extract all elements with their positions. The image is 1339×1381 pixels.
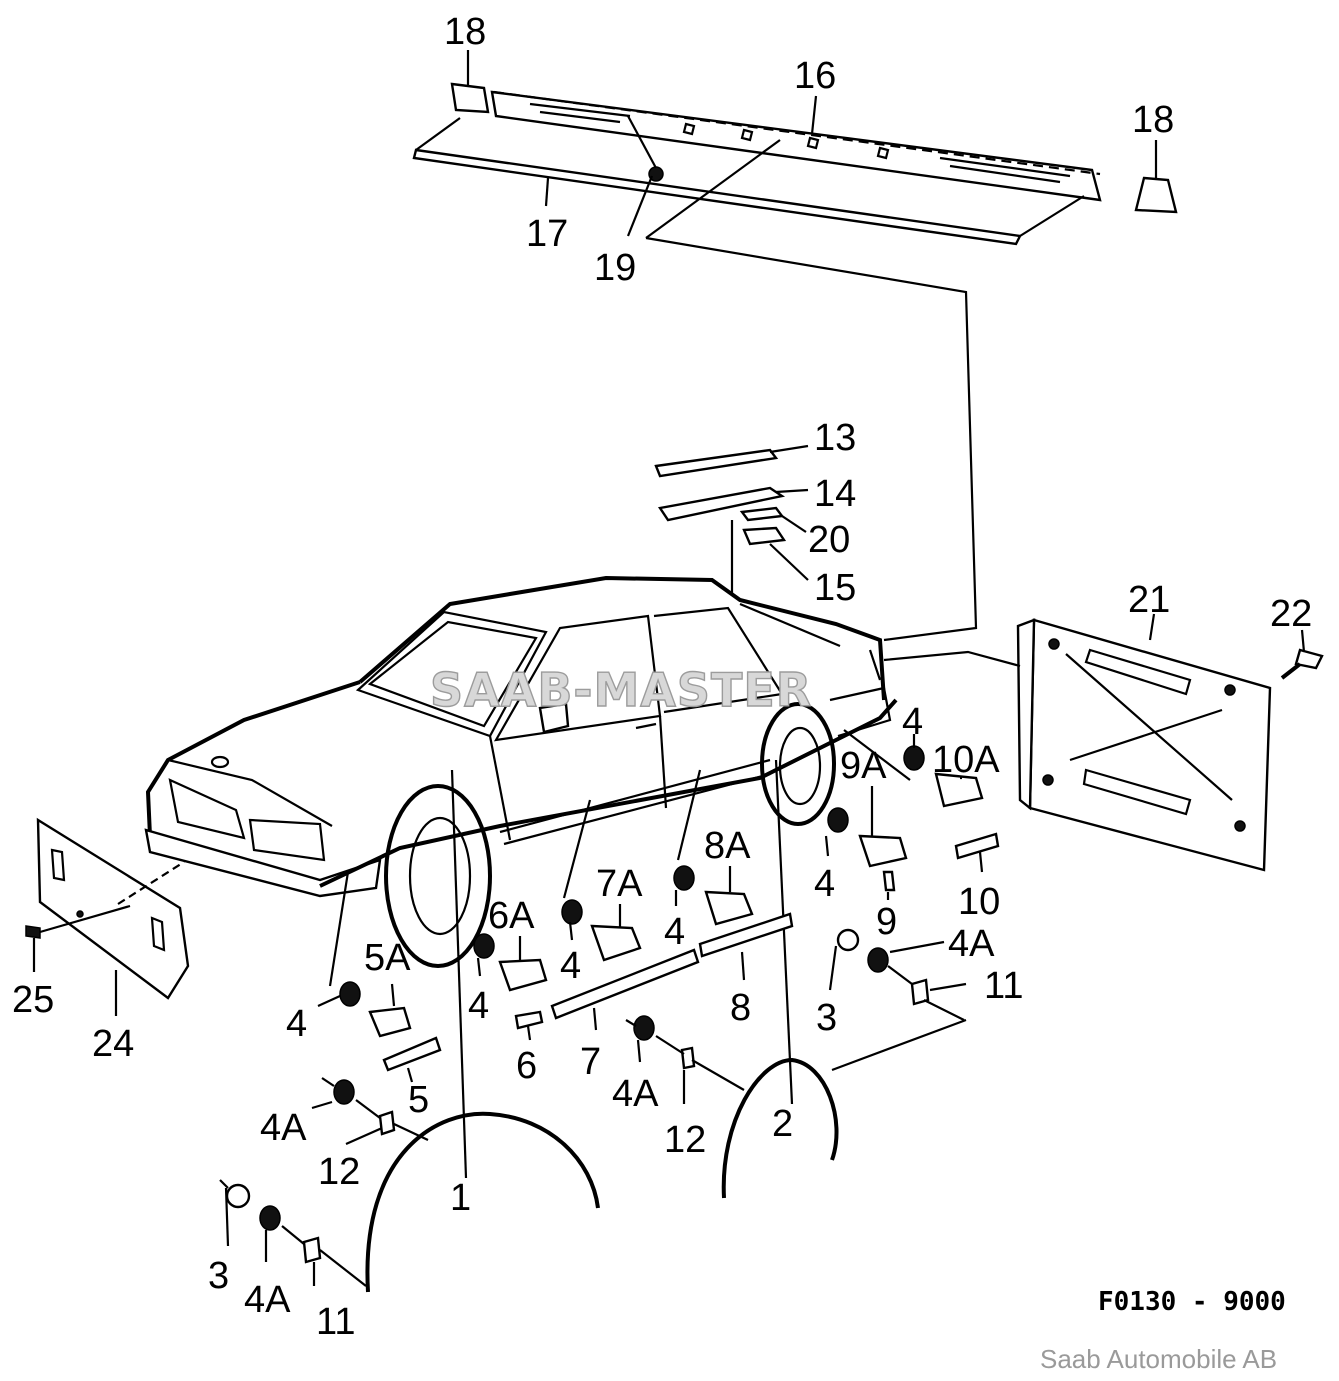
callout-10: 10 — [958, 881, 1000, 923]
callout-24: 24 — [92, 1023, 134, 1065]
callout-4: 4 — [814, 863, 835, 905]
callout-1: 1 — [450, 1177, 471, 1219]
callout-11: 11 — [984, 965, 1023, 1007]
callout-7: 7 — [580, 1041, 601, 1083]
callout-15: 15 — [814, 567, 856, 609]
callout-4: 4 — [468, 985, 489, 1027]
callout-4A: 4A — [948, 923, 995, 965]
callout-4A: 4A — [612, 1073, 659, 1115]
rear-plate-bracket — [883, 613, 1324, 872]
callout-11: 11 — [316, 1301, 355, 1343]
callout-4: 4 — [664, 911, 685, 953]
watermark: SAAB-MASTER — [430, 663, 812, 717]
callout-5A: 5A — [364, 937, 411, 979]
callout-5: 5 — [408, 1079, 429, 1121]
callout-18: 18 — [444, 11, 486, 53]
callout-3: 3 — [816, 997, 837, 1039]
side-moldings — [328, 729, 1000, 1083]
trunk-trim-assembly — [654, 444, 809, 594]
callout-13: 13 — [814, 417, 856, 459]
credit-text: Saab Automobile AB — [1040, 1344, 1277, 1374]
callout-8: 8 — [730, 987, 751, 1029]
callout-17: 17 — [526, 213, 568, 255]
callout-2: 2 — [772, 1103, 793, 1145]
callout-25: 25 — [12, 979, 54, 1021]
callout-14: 14 — [814, 473, 856, 515]
callout-4: 4 — [902, 701, 923, 743]
callout-6: 6 — [516, 1045, 537, 1087]
callout-7A: 7A — [596, 863, 643, 905]
callout-8A: 8A — [704, 825, 751, 867]
front-plate-bracket — [25, 817, 190, 1016]
callout-4: 4 — [286, 1003, 307, 1045]
callout-9A: 9A — [840, 745, 887, 787]
clips — [219, 734, 984, 1287]
callout-6A: 6A — [488, 895, 535, 937]
callout-18: 18 — [1132, 99, 1174, 141]
callout-12: 12 — [664, 1119, 706, 1161]
callout-22: 22 — [1270, 593, 1312, 635]
callout-4A: 4A — [244, 1279, 291, 1321]
callout-3: 3 — [208, 1255, 229, 1297]
callout-4A: 4A — [260, 1107, 307, 1149]
callout-labels: 18 16 18 17 19 13 14 20 15 21 22 4 10A 9… — [12, 11, 1312, 1343]
callout-16: 16 — [794, 55, 836, 97]
car-body — [144, 575, 898, 968]
callout-19: 19 — [594, 247, 636, 289]
callout-12: 12 — [318, 1151, 360, 1193]
roof-molding-assembly — [412, 50, 1178, 642]
callout-4: 4 — [560, 945, 581, 987]
callout-21: 21 — [1128, 579, 1170, 621]
callout-20: 20 — [808, 519, 850, 561]
callout-9: 9 — [876, 901, 897, 943]
diagram-code: F0130 - 9000 — [1098, 1287, 1286, 1317]
callout-10A: 10A — [932, 739, 1000, 781]
wheel-arch-moldings — [365, 759, 967, 1293]
